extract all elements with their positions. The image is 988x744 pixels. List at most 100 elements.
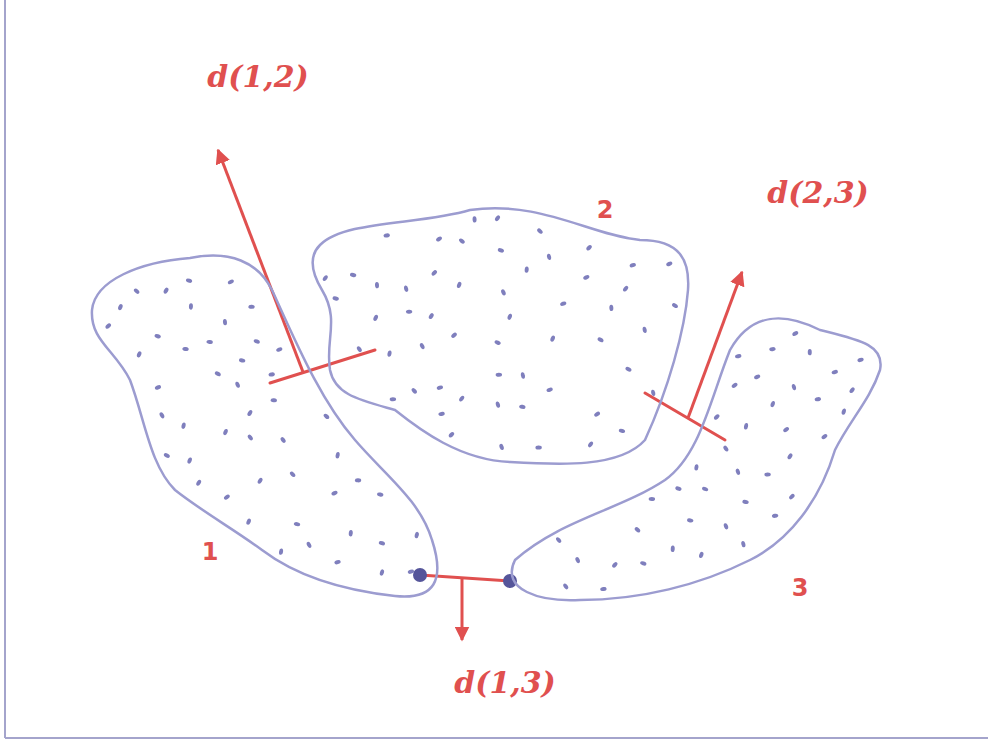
data-point bbox=[280, 436, 287, 444]
distance-link bbox=[413, 568, 517, 640]
cluster-outline bbox=[490, 300, 890, 610]
cluster-number: 3 bbox=[792, 575, 809, 601]
data-point bbox=[735, 354, 742, 359]
data-point bbox=[411, 387, 418, 394]
data-point bbox=[182, 346, 189, 351]
data-point bbox=[495, 401, 501, 408]
data-point bbox=[181, 422, 186, 429]
data-point bbox=[642, 326, 647, 333]
data-point bbox=[331, 490, 338, 496]
data-point bbox=[743, 423, 748, 430]
data-point bbox=[857, 357, 864, 363]
cluster-border bbox=[313, 208, 689, 464]
data-point bbox=[494, 340, 501, 346]
data-point bbox=[524, 266, 529, 273]
data-point bbox=[195, 479, 202, 487]
data-point bbox=[223, 319, 228, 326]
data-point bbox=[583, 274, 590, 280]
data-point bbox=[640, 560, 647, 566]
data-point bbox=[378, 540, 385, 546]
data-point bbox=[332, 296, 339, 301]
data-point bbox=[458, 395, 465, 403]
data-point bbox=[625, 366, 633, 373]
data-point bbox=[407, 569, 414, 575]
data-point bbox=[306, 541, 313, 549]
data-point bbox=[390, 397, 396, 401]
cluster-border bbox=[512, 318, 881, 600]
data-point bbox=[772, 513, 779, 518]
data-point bbox=[600, 586, 607, 591]
data-point bbox=[350, 272, 357, 277]
data-point bbox=[671, 546, 675, 553]
data-point bbox=[187, 457, 193, 464]
frame-line bbox=[5, 737, 988, 739]
data-point bbox=[499, 443, 505, 450]
data-point bbox=[535, 445, 542, 449]
cluster-number: 1 bbox=[202, 539, 219, 565]
data-point bbox=[458, 238, 466, 245]
data-point bbox=[735, 468, 741, 475]
data-point bbox=[159, 412, 166, 420]
data-point bbox=[496, 373, 502, 377]
data-point bbox=[770, 400, 776, 407]
data-point bbox=[334, 559, 341, 565]
data-point bbox=[609, 305, 613, 312]
label-leader bbox=[218, 150, 303, 372]
data-point bbox=[731, 382, 739, 389]
data-point bbox=[253, 339, 260, 345]
data-point bbox=[575, 556, 581, 563]
data-point bbox=[722, 445, 729, 453]
data-point bbox=[448, 431, 455, 438]
distance-label: d(2,3) bbox=[767, 176, 869, 209]
data-point bbox=[279, 548, 284, 555]
data-point bbox=[375, 282, 379, 289]
data-point bbox=[431, 269, 438, 276]
cluster: 1 bbox=[85, 245, 450, 615]
data-point bbox=[419, 342, 426, 350]
data-point bbox=[821, 433, 829, 440]
data-point bbox=[117, 303, 123, 310]
data-point bbox=[428, 312, 435, 320]
data-point bbox=[675, 486, 682, 492]
data-point bbox=[555, 536, 562, 543]
data-point bbox=[163, 287, 170, 295]
data-point bbox=[248, 305, 255, 309]
data-point bbox=[622, 285, 629, 292]
data-point bbox=[383, 233, 390, 238]
data-point bbox=[372, 314, 378, 322]
data-point bbox=[235, 381, 241, 388]
data-point bbox=[348, 530, 353, 537]
data-point bbox=[593, 411, 601, 418]
data-point bbox=[546, 387, 553, 393]
cluster: 3 bbox=[490, 300, 890, 610]
data-point bbox=[223, 494, 231, 501]
data-point bbox=[723, 523, 729, 530]
data-point bbox=[246, 518, 252, 525]
data-point bbox=[414, 531, 419, 538]
data-point bbox=[322, 274, 329, 282]
data-point bbox=[791, 383, 797, 390]
data-point bbox=[701, 486, 708, 492]
data-point bbox=[206, 340, 213, 345]
data-point bbox=[698, 551, 704, 558]
data-point bbox=[270, 398, 277, 403]
data-point bbox=[634, 526, 641, 533]
data-point bbox=[629, 262, 636, 268]
data-point bbox=[618, 428, 625, 434]
data-point bbox=[713, 413, 720, 420]
data-point bbox=[289, 471, 296, 478]
cluster-border bbox=[92, 256, 437, 597]
data-point bbox=[550, 335, 556, 342]
data-point bbox=[355, 478, 362, 482]
data-point bbox=[323, 413, 330, 420]
data-point bbox=[436, 385, 443, 391]
data-point bbox=[379, 569, 385, 576]
data-point bbox=[841, 408, 847, 415]
data-point bbox=[450, 332, 457, 339]
data-point bbox=[335, 452, 340, 459]
data-point bbox=[403, 285, 408, 292]
data-point bbox=[154, 333, 161, 339]
data-point bbox=[694, 464, 699, 471]
cluster-number: 2 bbox=[597, 197, 614, 223]
